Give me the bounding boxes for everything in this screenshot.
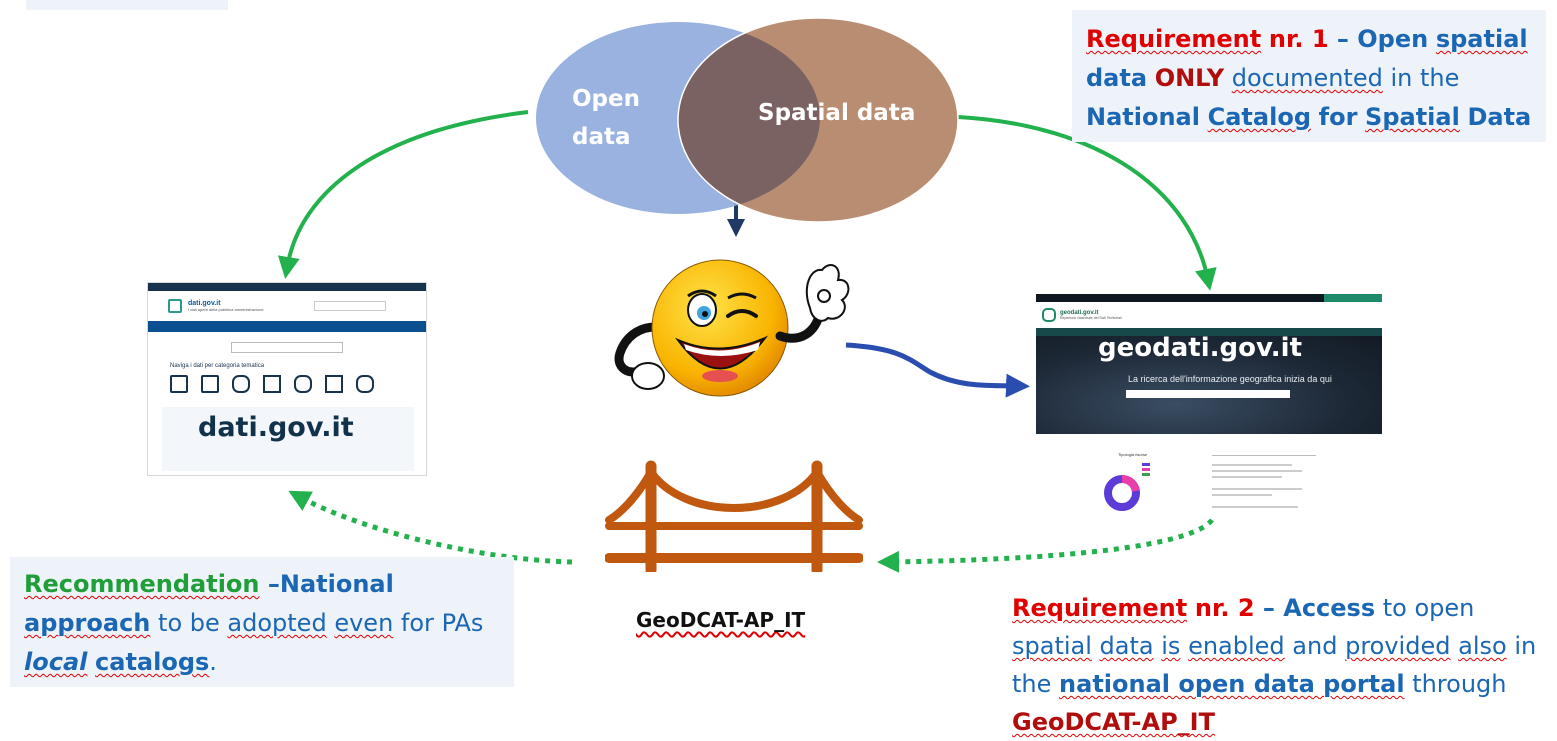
geo-news-panel bbox=[1212, 452, 1316, 518]
geo-logo: geodati.gov.it bbox=[1060, 310, 1099, 316]
geo-header: geodati.gov.it Repertorio Nazionale dei … bbox=[1036, 302, 1382, 328]
rec-pas: PAs bbox=[441, 609, 484, 637]
geo-search-box[interactable] bbox=[1126, 390, 1290, 398]
category-icon[interactable] bbox=[201, 375, 219, 393]
req1-nr: nr. 1 bbox=[1268, 25, 1329, 53]
req1-national: National bbox=[1086, 103, 1200, 131]
req2-in-the: in the bbox=[1012, 632, 1537, 698]
rec-adopted: adopted bbox=[227, 609, 327, 637]
dati-topbar bbox=[148, 283, 426, 291]
dati-section-title: Naviga i dati per categoria tematica bbox=[170, 363, 265, 369]
arrow-geodati-to-bridge bbox=[877, 518, 1214, 573]
geo-search-caption: La ricerca dell'informazione geografica … bbox=[1128, 374, 1332, 384]
req1-data: data bbox=[1086, 64, 1148, 92]
rec-national: National bbox=[279, 570, 394, 598]
rec-local: local bbox=[24, 648, 88, 676]
dati-overlay-label: dati.gov.it bbox=[198, 412, 354, 443]
venn-intersection bbox=[678, 22, 820, 214]
bridge-icon bbox=[605, 460, 863, 572]
dati-navbar bbox=[148, 321, 426, 332]
req2-nr: nr. 2 bbox=[1194, 594, 1255, 622]
requirement-1-box: Requirement nr. 1 – Open spatial data ON… bbox=[1072, 10, 1546, 142]
winking-smiley bbox=[614, 259, 850, 397]
req1-data2: Data bbox=[1467, 103, 1532, 131]
arrow-bridge-to-dati bbox=[288, 490, 573, 565]
req1-catalog: Catalog bbox=[1207, 103, 1311, 131]
req2-to-open: to open bbox=[1382, 594, 1475, 622]
geodati-portal-screenshot: geodati.gov.it Repertorio Nazionale dei … bbox=[1036, 294, 1382, 434]
recommendation-box: Recommendation –National approach to be … bbox=[10, 557, 514, 687]
req1-dash: – bbox=[1328, 25, 1358, 53]
corner-box bbox=[26, 0, 228, 10]
geo-chart-panel: Tipologia risorse bbox=[1096, 452, 1186, 518]
venn-diagram bbox=[536, 17, 959, 223]
req1-spatial2: Spatial bbox=[1365, 103, 1460, 131]
dati-grid-area bbox=[162, 407, 414, 471]
req2-provided: provided bbox=[1345, 632, 1451, 660]
dati-search-box[interactable] bbox=[314, 301, 386, 311]
rec-catalogs: catalogs bbox=[95, 648, 210, 676]
req2-prefix: Requirement bbox=[1012, 594, 1188, 622]
category-icon[interactable] bbox=[232, 375, 250, 393]
req2-spatial: spatial bbox=[1012, 632, 1092, 660]
req2-access: Access bbox=[1283, 594, 1376, 622]
open-data-label: Open data bbox=[572, 86, 640, 150]
rec-for: for bbox=[400, 609, 434, 637]
req2-dash: – bbox=[1254, 594, 1284, 622]
req1-documented: documented bbox=[1231, 64, 1383, 92]
dati-tagline: I dati aperti della pubblica amministraz… bbox=[188, 307, 264, 312]
req2-data: data bbox=[1099, 632, 1154, 660]
category-icon[interactable] bbox=[170, 375, 188, 393]
req1-open: Open bbox=[1357, 25, 1429, 53]
geo-topbar bbox=[1036, 294, 1382, 302]
bridge-label: GeoDCAT-AP_IT bbox=[636, 608, 806, 632]
dati-main-search[interactable] bbox=[231, 342, 343, 353]
req2-enabled: enabled bbox=[1188, 632, 1285, 660]
geo-logo-icon bbox=[1042, 308, 1056, 322]
dati-logo-icon bbox=[168, 299, 182, 313]
rec-recommendation: Recommendation bbox=[24, 570, 260, 598]
rec-to-be: to be bbox=[158, 609, 220, 637]
category-icon[interactable] bbox=[325, 375, 343, 393]
rec-even: even bbox=[334, 609, 394, 637]
req2-also: also bbox=[1458, 632, 1507, 660]
requirement-2-box: Requirement nr. 2 – Access to open spati… bbox=[1000, 589, 1550, 741]
category-icon[interactable] bbox=[294, 375, 312, 393]
geo-tagline: Repertorio Nazionale dei Dati Territoria… bbox=[1060, 316, 1122, 320]
category-icon[interactable] bbox=[356, 375, 374, 393]
dati-category-icons bbox=[170, 375, 426, 393]
req1-only: ONLY bbox=[1154, 64, 1225, 92]
rec-dash: – bbox=[259, 570, 280, 598]
arrow-spatial-to-geodati bbox=[957, 115, 1217, 291]
arrow-opendata-to-dati bbox=[277, 110, 529, 279]
geo-navbar bbox=[1036, 328, 1382, 336]
geo-donut-chart bbox=[1104, 463, 1150, 511]
arrow-smiley-to-geodati bbox=[845, 342, 1030, 398]
rec-approach: approach bbox=[24, 609, 151, 637]
req2-national-portal: national open data portal bbox=[1059, 670, 1405, 698]
dati-header: dati.gov.it I dati aperti della pubblica… bbox=[148, 291, 426, 321]
geodati-overlay-label: geodati.gov.it bbox=[1098, 333, 1303, 363]
dati-logo: dati.gov.it bbox=[188, 300, 221, 307]
rec-period: . bbox=[209, 648, 217, 676]
dati-portal-screenshot: dati.gov.it I dati aperti della pubblica… bbox=[147, 282, 427, 476]
req2-and: and bbox=[1292, 632, 1338, 660]
category-icon[interactable] bbox=[263, 375, 281, 393]
spatial-data-label: Spatial data bbox=[758, 100, 916, 126]
geo-world-map bbox=[1036, 336, 1382, 434]
req1-spatial: spatial bbox=[1435, 25, 1528, 53]
req1-prefix: Requirement bbox=[1086, 25, 1262, 53]
req2-through: through bbox=[1412, 670, 1507, 698]
req1-for: for bbox=[1318, 103, 1358, 131]
req2-geodcat: GeoDCAT-AP_IT bbox=[1012, 708, 1215, 736]
geo-chart-title: Tipologia risorse bbox=[1118, 452, 1148, 457]
req1-in-the: in the bbox=[1390, 64, 1460, 92]
req2-is: is bbox=[1161, 632, 1181, 660]
